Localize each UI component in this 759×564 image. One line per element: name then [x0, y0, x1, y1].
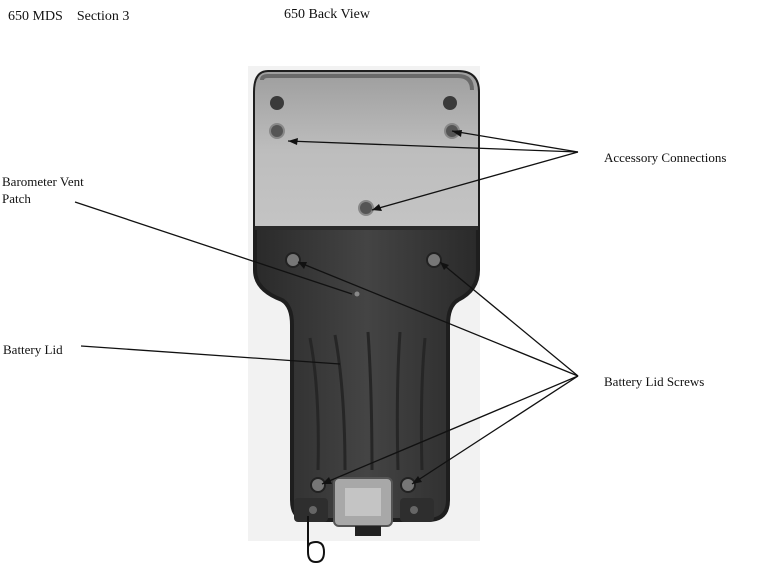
document-section-header: 650 MDS Section 3	[8, 9, 130, 24]
accessory-connection-center	[358, 200, 374, 216]
accessory-connection-left	[269, 123, 285, 139]
label-battery-lid-screws: Battery Lid Screws	[604, 374, 705, 389]
barometer-vent-patch	[354, 291, 360, 297]
battery-lid-screw	[285, 252, 301, 268]
mount-hole	[270, 96, 284, 110]
battery-lid-screw	[310, 477, 326, 493]
bottom-connector	[294, 477, 434, 536]
mount-hole	[443, 96, 457, 110]
pointer-screw-bottom-right	[411, 375, 579, 485]
label-barometer-line2: Patch	[2, 191, 31, 206]
pointer-accessory-center	[371, 151, 579, 211]
pointer-arrowheads	[288, 130, 462, 484]
label-barometer-vent-patch: Barometer Vent Patch	[2, 173, 84, 207]
pointer-accessory-right	[451, 130, 579, 153]
figure-title: 650 Back View	[284, 7, 370, 22]
label-barometer-line1: Barometer Vent	[2, 174, 84, 189]
battery-lid-screw	[426, 252, 442, 268]
pointer-screw-bottom-left	[321, 375, 579, 485]
pointer-barometer	[74, 201, 353, 295]
pointer-screw-top-left	[297, 261, 579, 377]
pointer-accessory-left	[287, 140, 579, 153]
label-accessory-connections: Accessory Connections	[604, 150, 727, 165]
label-battery-lid: Battery Lid	[3, 342, 63, 357]
battery-lid-screw	[400, 477, 416, 493]
lanyard-loop	[307, 516, 326, 564]
pointer-battery-lid	[80, 345, 341, 365]
pointer-screw-top-right	[439, 261, 579, 377]
pointer-lines	[74, 130, 579, 485]
